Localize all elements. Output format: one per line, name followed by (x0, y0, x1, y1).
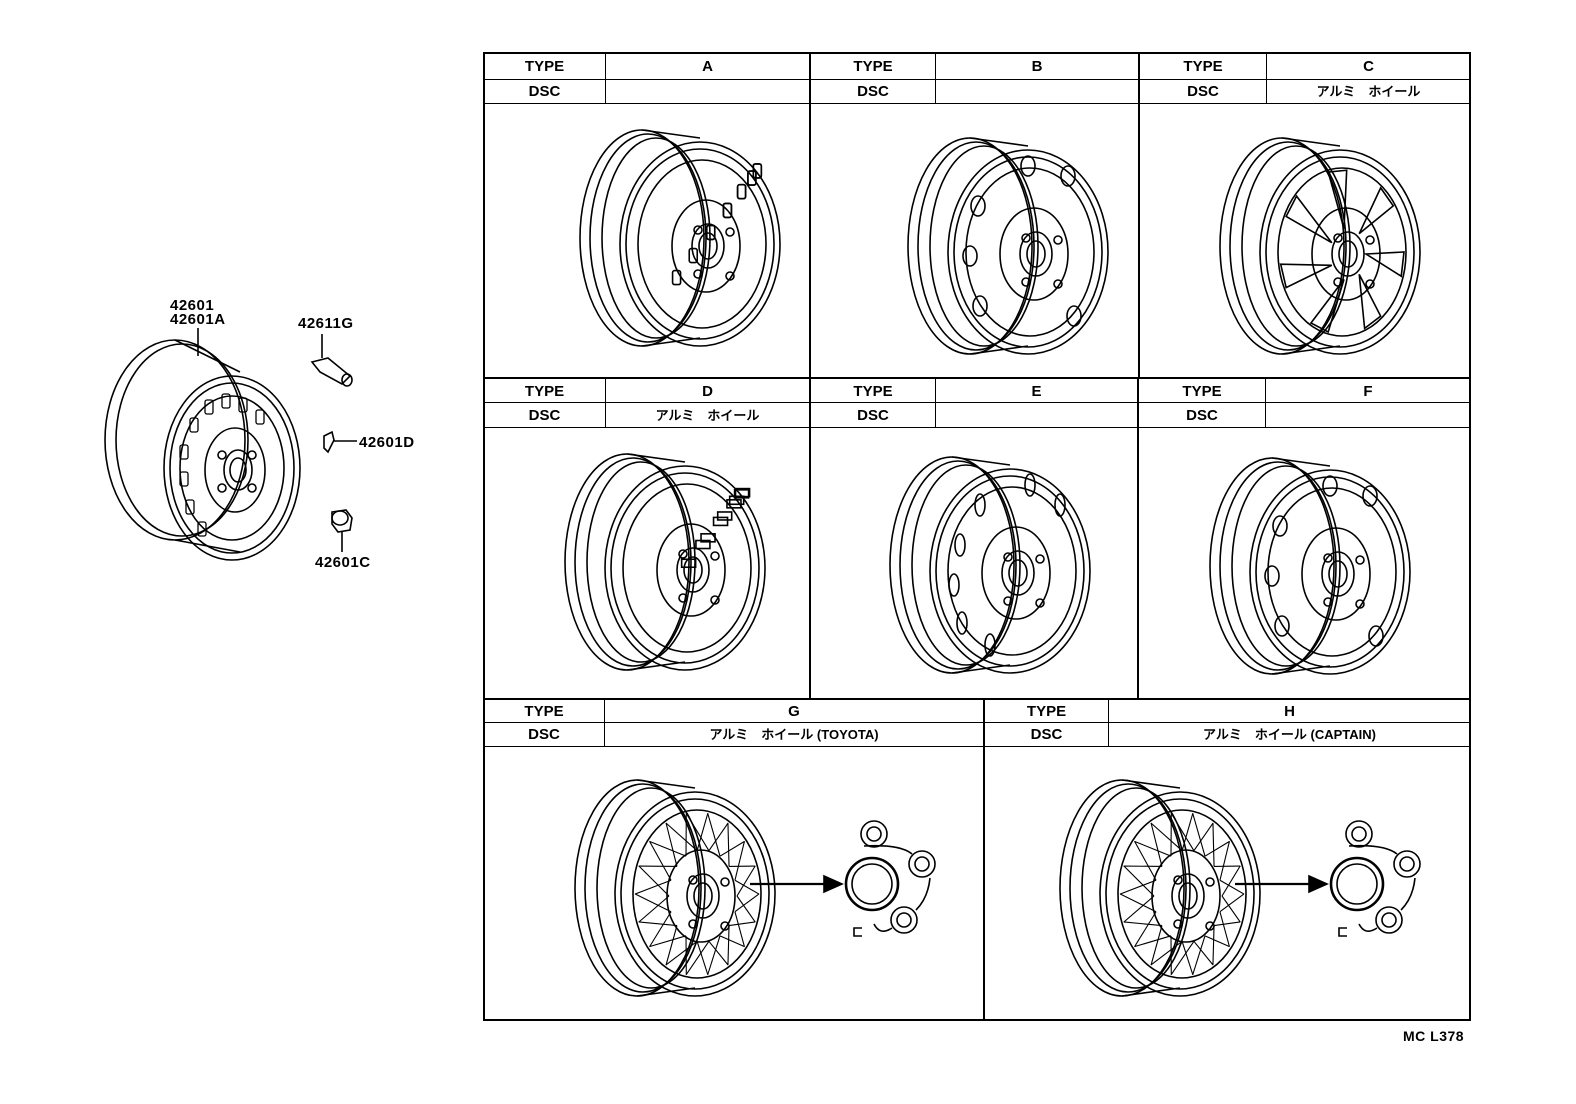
type-value-d: D (606, 378, 810, 403)
dsc-value-e (936, 403, 1138, 428)
type-label-a: TYPE (483, 52, 606, 80)
dsc-label-e: DSC (810, 403, 936, 428)
part-number-42601a: 42601A (170, 311, 226, 328)
part-number-42611g: 42611G (298, 315, 354, 332)
reference-code: MC L378 (1403, 1028, 1465, 1044)
dsc-value-d: アルミ ホイール (606, 403, 810, 428)
dsc-value-b (936, 80, 1139, 104)
type-value-c: C (1267, 52, 1471, 80)
main-wheel-illustration (104, 328, 357, 561)
type-value-f: F (1266, 378, 1471, 403)
type-value-b: B (936, 52, 1139, 80)
part-number-42601d: 42601D (359, 434, 415, 451)
wheel-cell-b (810, 104, 1139, 378)
type-label-f: TYPE (1138, 378, 1266, 403)
type-label-e: TYPE (810, 378, 936, 403)
type-value-a: A (606, 52, 810, 80)
part-number-42601: 42601 (170, 297, 215, 314)
dsc-label-a: DSC (483, 80, 606, 104)
type-label-c: TYPE (1139, 52, 1267, 80)
dsc-label-c: DSC (1139, 80, 1267, 104)
wheel-cell-h (984, 747, 1471, 1021)
dsc-value-f (1266, 403, 1471, 428)
part-number-42601c: 42601C (315, 554, 371, 571)
dsc-label-d: DSC (483, 403, 606, 428)
wheel-cell-d (483, 428, 810, 699)
type-label-b: TYPE (810, 52, 936, 80)
dsc-value-c: アルミ ホイール (1267, 80, 1471, 104)
type-value-e: E (936, 378, 1138, 403)
wheel-cell-e (810, 428, 1138, 699)
dsc-label-h: DSC (984, 723, 1109, 747)
wheel-cell-a (483, 104, 810, 378)
type-label-h: TYPE (984, 699, 1109, 723)
dsc-value-a (606, 80, 810, 104)
type-value-h: H (1109, 699, 1471, 723)
type-label-d: TYPE (483, 378, 606, 403)
dsc-label-f: DSC (1138, 403, 1266, 428)
dsc-value-g: アルミ ホイール (TOYOTA) (605, 723, 984, 747)
dsc-label-g: DSC (483, 723, 605, 747)
type-label-g: TYPE (483, 699, 605, 723)
type-value-g: G (605, 699, 984, 723)
wheel-cell-f (1138, 428, 1471, 699)
wheel-cell-g (483, 747, 984, 1021)
dsc-value-h: アルミ ホイール (CAPTAIN) (1109, 723, 1471, 747)
dsc-label-b: DSC (810, 80, 936, 104)
wheel-cell-c (1139, 104, 1471, 378)
